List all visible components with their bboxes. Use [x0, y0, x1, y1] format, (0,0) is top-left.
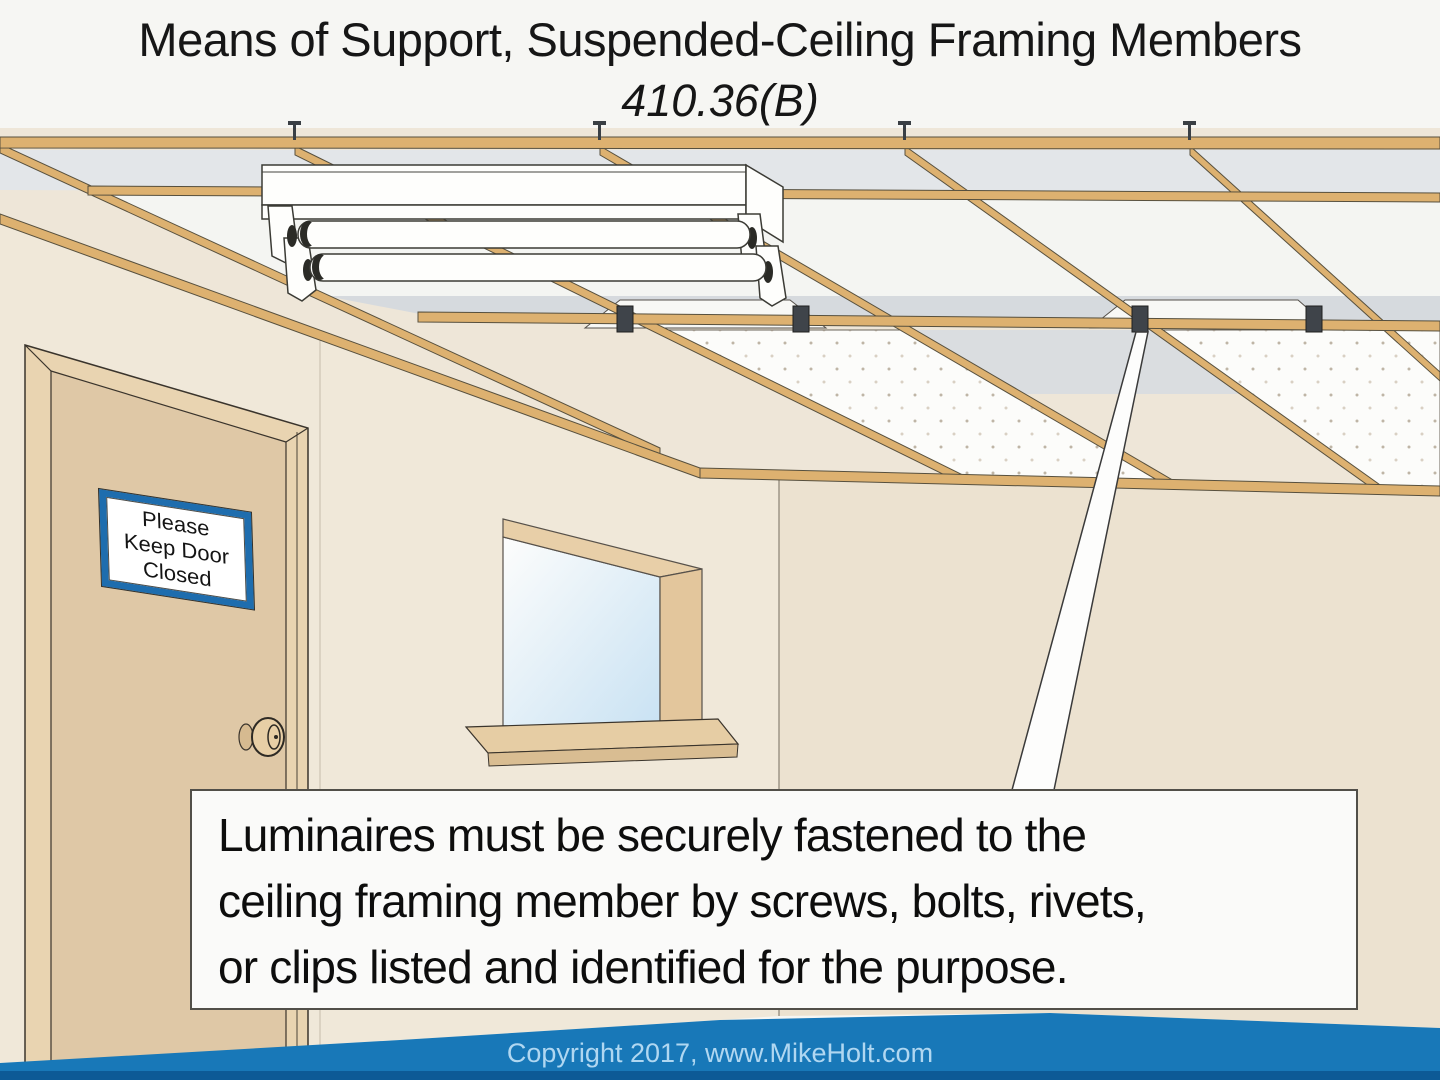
door-knob-plate [238, 723, 254, 751]
hold-down-clips [616, 305, 1323, 333]
hold-down-clip [616, 305, 634, 333]
callout-line: Luminaires must be securely fastened to … [218, 809, 1087, 861]
hold-down-clip [792, 305, 810, 333]
copyright-text: Copyright 2017, www.MikeHolt.com [506, 1038, 934, 1068]
wall-angle-runner [699, 467, 1440, 497]
hanger-tabs [288, 121, 1196, 140]
floor [0, 1013, 1440, 1080]
lamp-tube [309, 253, 767, 282]
hold-down-clip [1131, 305, 1149, 333]
door-sign-text: Please Keep Door Closed [106, 496, 247, 602]
hold-down-clip [1305, 305, 1323, 333]
callout-line: or clips listed and identified for the p… [218, 941, 1069, 993]
floor-edge [0, 1071, 1440, 1080]
callout-box: Luminaires must be securely fastened to … [190, 789, 1358, 1010]
page-title: Means of Support, Suspended-Ceiling Fram… [0, 12, 1440, 127]
callout-line: ceiling framing member by screws, bolts,… [218, 875, 1147, 927]
fixture-housing [261, 164, 747, 206]
fluorescent-fixture [261, 163, 787, 307]
fixture-ledge [261, 204, 747, 220]
main-runner [417, 311, 1440, 332]
window [464, 518, 740, 767]
window-sill-front [487, 743, 739, 767]
lamp-tube [297, 220, 751, 249]
window-frame-right [659, 568, 703, 729]
main-runner [0, 136, 1440, 150]
title-line1: Means of Support, Suspended-Ceiling Fram… [138, 13, 1302, 66]
title-code-reference: 410.36(B) [621, 75, 819, 126]
